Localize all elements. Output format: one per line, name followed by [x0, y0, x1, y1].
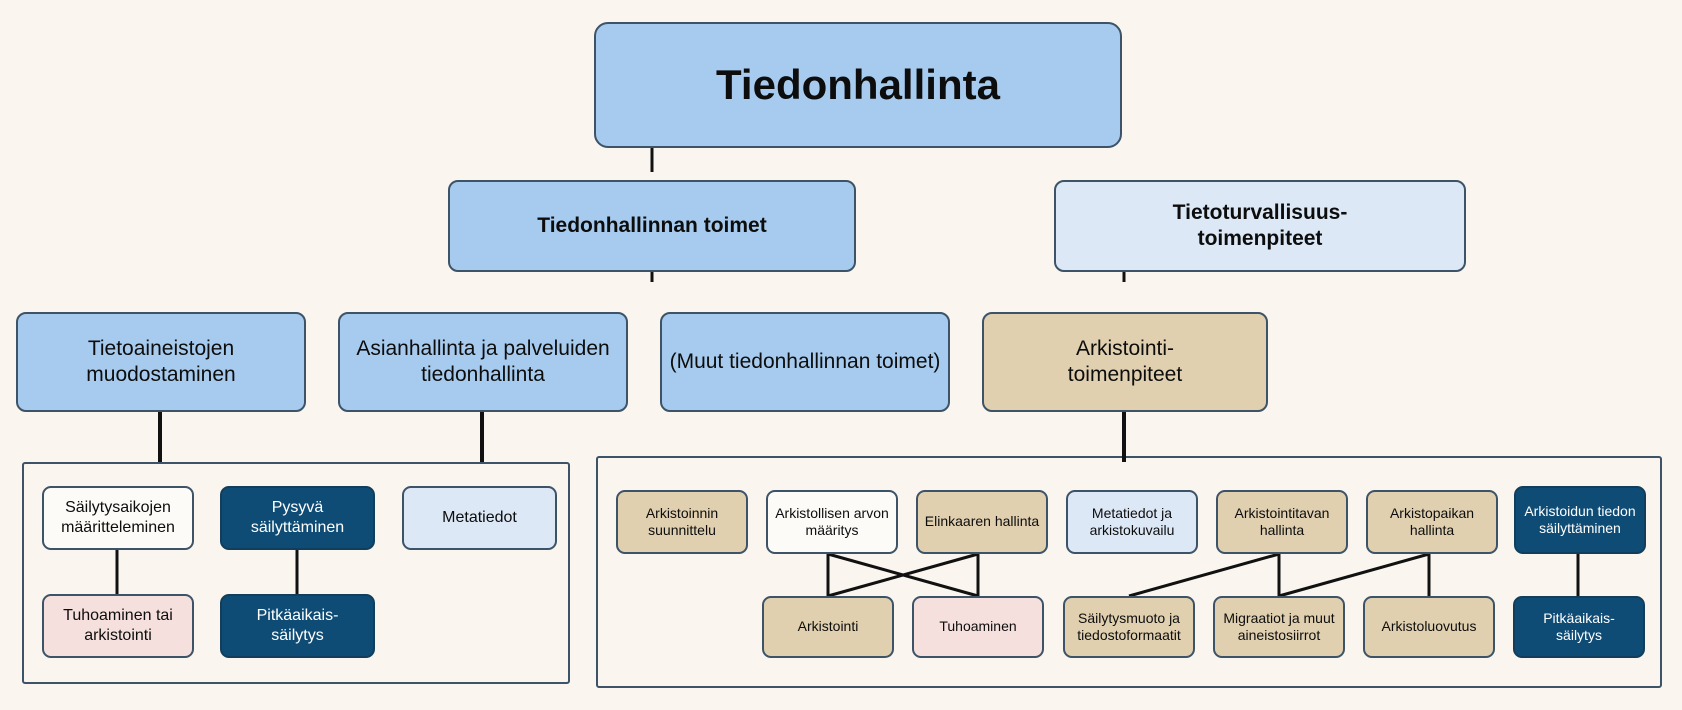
leaf-tuhoaminen-tai-arkistointi[interactable]: Tuhoaminen tai arkistointi — [42, 594, 194, 658]
leaf-label: Pitkäaikais- säilytys — [1543, 609, 1615, 643]
leaf-arkistopaikan-hallinta[interactable]: Arkistopaikan hallinta — [1366, 490, 1498, 554]
level3-node-label: Arkistointi- toimenpiteet — [1067, 337, 1183, 386]
leaf-label: Metatiedot ja arkistokuvailu — [1089, 504, 1175, 538]
leaf-label: Pitkäaikais- säilytys — [256, 607, 339, 644]
leaf-pitkaaikaissailytys-left[interactable]: Pitkäaikais- säilytys — [220, 594, 375, 658]
level3-node-label: Tietoaineistojen muodostaminen — [86, 337, 236, 386]
leaf-label: Pysyvä säilyttäminen — [250, 499, 345, 536]
leaf-elinkaaren-hallinta[interactable]: Elinkaaren hallinta — [916, 490, 1048, 554]
leaf-arkistointi[interactable]: Arkistointi — [762, 596, 894, 658]
leaf-metatiedot-ja-arkistokuvailu[interactable]: Metatiedot ja arkistokuvailu — [1066, 490, 1198, 554]
leaf-label: Migraatiot ja muut aineistosiirrot — [1223, 609, 1335, 643]
level3-node-arkistointi-toimenpiteet[interactable]: Arkistointi- toimenpiteet — [982, 312, 1268, 412]
leaf-arkistoluovutus[interactable]: Arkistoluovutus — [1363, 596, 1495, 658]
level2-node-tiedonhallinnan-toimet[interactable]: Tiedonhallinnan toimet — [448, 180, 856, 272]
leaf-pysyva-sailyttaminen[interactable]: Pysyvä säilyttäminen — [220, 486, 375, 550]
leaf-label: Arkistopaikan hallinta — [1389, 504, 1475, 538]
leaf-label: Metatiedot — [442, 509, 517, 527]
leaf-label: Tuhoaminen — [939, 618, 1017, 635]
leaf-label: Arkistoluovutus — [1381, 618, 1477, 635]
leaf-metatiedot[interactable]: Metatiedot — [402, 486, 557, 550]
leaf-label: Arkistointitavan hallinta — [1234, 504, 1330, 538]
leaf-tuhoaminen[interactable]: Tuhoaminen — [912, 596, 1044, 658]
leaf-migraatiot-ja-muut-aineistosiirrot[interactable]: Migraatiot ja muut aineistosiirrot — [1213, 596, 1345, 658]
root-node-label: Tiedonhallinta — [716, 61, 1000, 109]
leaf-label: Arkistollisen arvon määritys — [775, 504, 889, 538]
leaf-sailytysaikojen-maaritteleminen[interactable]: Säilytysaikojen määritteleminen — [42, 486, 194, 550]
leaf-pitkaaikaissailytys-right[interactable]: Pitkäaikais- säilytys — [1513, 596, 1645, 658]
leaf-label: Säilytysaikojen määritteleminen — [61, 499, 175, 536]
leaf-sailytysmuoto-ja-tiedostoformaatit[interactable]: Säilytysmuoto ja tiedostoformaatit — [1063, 596, 1195, 658]
level2-node-label: Tietoturvallisuus- toimenpiteet — [1172, 201, 1348, 250]
level3-node-tietoaineistojen-muodostaminen[interactable]: Tietoaineistojen muodostaminen — [16, 312, 306, 412]
level3-node-label: Asianhallinta ja palveluiden tiedonhalli… — [356, 337, 610, 386]
leaf-arkistoidun-tiedon-sailyttaminen[interactable]: Arkistoidun tiedon säilyttäminen — [1514, 486, 1646, 554]
level2-node-label: Tiedonhallinnan toimet — [537, 214, 767, 238]
level2-node-tietoturvallisuus-toimenpiteet[interactable]: Tietoturvallisuus- toimenpiteet — [1054, 180, 1466, 272]
leaf-label: Arkistoidun tiedon säilyttäminen — [1524, 502, 1636, 536]
left-group-container — [22, 462, 570, 684]
leaf-arkistointitavan-hallinta[interactable]: Arkistointitavan hallinta — [1216, 490, 1348, 554]
leaf-arkistoinnin-suunnittelu[interactable]: Arkistoinnin suunnittelu — [616, 490, 748, 554]
leaf-label: Elinkaaren hallinta — [924, 513, 1040, 530]
leaf-label: Säilytysmuoto ja tiedostoformaatit — [1077, 609, 1181, 643]
root-node-tiedonhallinta[interactable]: Tiedonhallinta — [594, 22, 1122, 148]
leaf-label: Arkistoinnin suunnittelu — [645, 504, 719, 538]
level3-node-muut-tiedonhallinnan-toimet[interactable]: (Muut tiedonhallinnan toimet) — [660, 312, 950, 412]
leaf-label: Tuhoaminen tai arkistointi — [63, 607, 173, 644]
level3-node-label: (Muut tiedonhallinnan toimet) — [669, 350, 941, 374]
leaf-arkistollisen-arvon-maaritys[interactable]: Arkistollisen arvon määritys — [766, 490, 898, 554]
leaf-label: Arkistointi — [797, 618, 859, 635]
right-group-container — [596, 456, 1662, 688]
level3-node-asianhallinta-ja-palveluiden-tiedonhallinta[interactable]: Asianhallinta ja palveluiden tiedonhalli… — [338, 312, 628, 412]
